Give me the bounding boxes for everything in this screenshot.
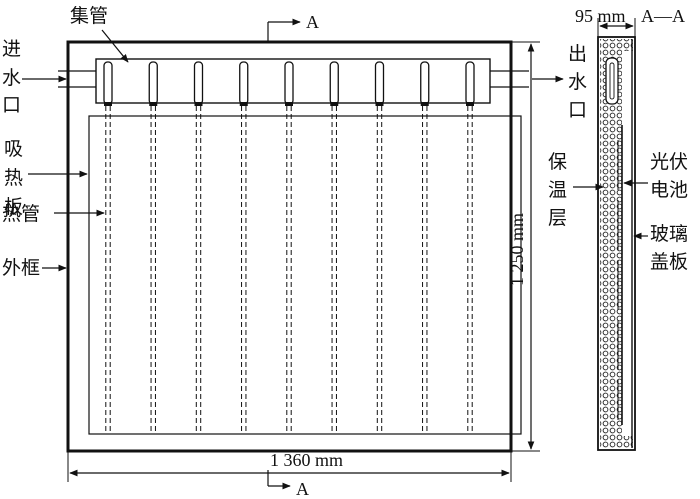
label-insulation-3: 层 <box>548 207 567 229</box>
label-pv-cell-1: 光伏 <box>650 151 688 173</box>
label-frame-text: 外框 <box>2 257 40 279</box>
outlet-stub <box>490 70 529 88</box>
heat-pipe <box>239 61 249 432</box>
label-inlet: 进 水 口 <box>2 38 67 116</box>
section-mark-top-label: A <box>306 12 319 32</box>
heat-pipe <box>374 61 385 432</box>
heat-pipe <box>465 61 475 432</box>
width-dimension: 1 360 mm <box>67 450 512 482</box>
heat-pipe <box>420 61 430 432</box>
depth-dimension-label: 95 mm <box>575 6 626 26</box>
heat-pipe <box>193 61 204 432</box>
height-dimension: 1 250 mm <box>507 41 540 452</box>
depth-dimension: 95 mm A—A <box>575 6 685 37</box>
section-mark-bottom: A <box>267 470 309 499</box>
section-mark-bottom-label: A <box>296 479 309 499</box>
absorber-plate <box>88 115 522 435</box>
section-mark-top: A <box>267 12 319 42</box>
label-absorber: 吸 热 板 <box>4 138 88 218</box>
inlet-stub <box>58 70 96 88</box>
label-inlet-2: 水 <box>2 67 21 89</box>
outer-frame <box>66 40 513 453</box>
label-outlet: 出 水 口 <box>532 43 587 121</box>
label-outlet-3: 口 <box>568 99 587 121</box>
label-glass-cover-1: 玻璃 <box>650 223 688 245</box>
heat-pipes <box>103 61 475 432</box>
section-header-pipe <box>605 57 619 105</box>
label-pv-cell: 光伏 电池 <box>623 151 688 201</box>
label-outlet-2: 水 <box>568 71 587 93</box>
label-frame: 外框 <box>2 257 67 279</box>
section-title: A—A <box>641 6 685 26</box>
label-glass-cover-2: 盖板 <box>650 251 688 273</box>
label-glass-cover: 玻璃 盖板 <box>633 223 688 273</box>
label-insulation: 保 温 层 <box>548 151 604 229</box>
label-absorber-2: 热 <box>4 167 23 189</box>
section-view <box>597 36 636 451</box>
width-dimension-label: 1 360 mm <box>270 450 343 470</box>
label-header-pipe: 集管 <box>70 5 129 63</box>
label-heat-pipe-text: 热管 <box>2 203 40 225</box>
heat-pipe <box>284 61 294 432</box>
label-absorber-1: 吸 <box>4 138 23 160</box>
label-inlet-3: 口 <box>2 94 21 116</box>
heat-pipe <box>148 61 158 432</box>
label-insulation-2: 温 <box>548 179 567 201</box>
label-insulation-1: 保 <box>548 151 567 173</box>
heat-pipe <box>103 61 113 432</box>
label-outlet-1: 出 <box>568 43 587 65</box>
height-dimension-label: 1 250 mm <box>507 213 527 286</box>
label-absorber-3: 板 <box>4 196 23 218</box>
label-inlet-1: 进 <box>2 38 21 60</box>
label-pv-cell-2: 电池 <box>650 179 688 201</box>
label-heat-pipe: 热管 <box>2 203 105 225</box>
heat-pipe <box>329 61 339 432</box>
label-header-pipe-text: 集管 <box>70 5 108 27</box>
insulation-layer <box>600 39 622 448</box>
